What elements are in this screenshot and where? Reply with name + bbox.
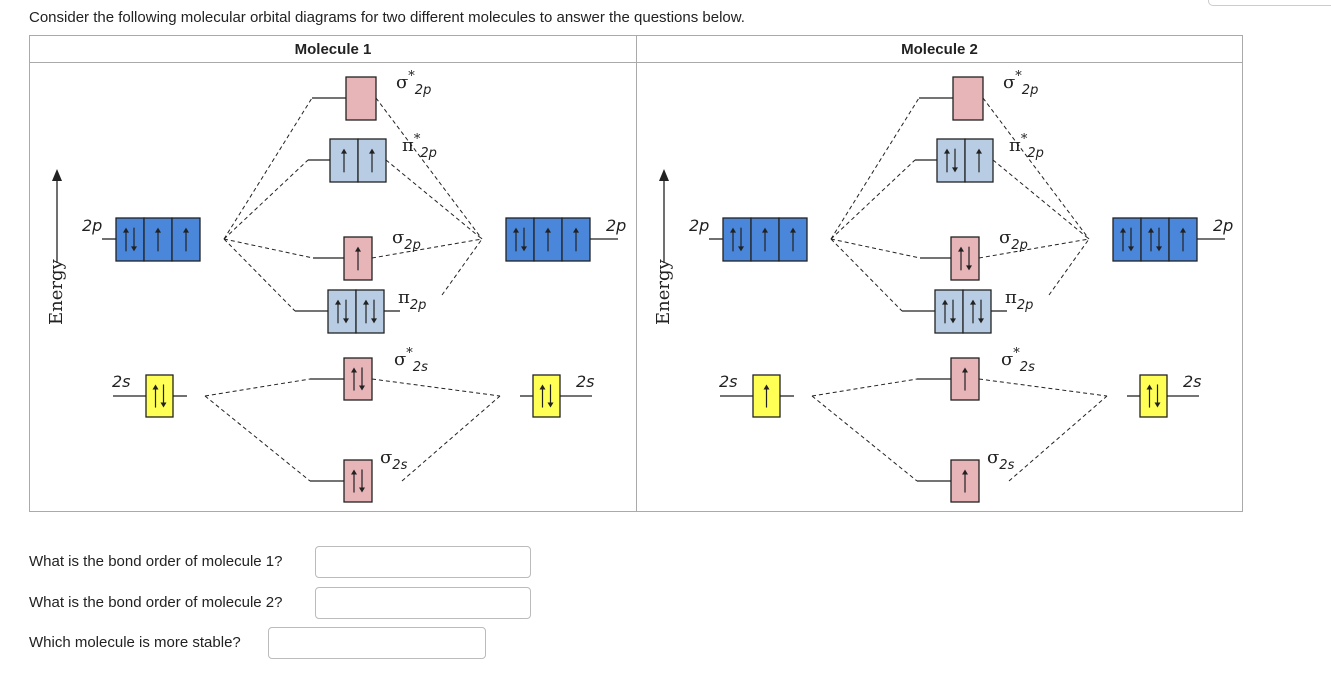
molecule-1-mo-diagram: Energy 2p 2p 2s 2s σ*2p π*2p σ2p π2p σ*2s σ2s: [46, 69, 626, 503]
sigma-star-2p-label: σ*2p: [1003, 69, 1038, 98]
pi-star-2p-label: π*2p: [1009, 132, 1044, 161]
right-atom-2s-orbital: [1139, 374, 1168, 418]
sigma-star-2s-label: σ*2s: [1001, 346, 1035, 375]
left-2s-label: 2s: [112, 372, 131, 391]
sigma-star-2p-label: σ*2p: [396, 69, 431, 98]
molecule-2-header: Molecule 2: [637, 36, 1242, 63]
pi-star-2p-label: π*2p: [402, 132, 437, 161]
right-2p-label: 2p: [1213, 216, 1233, 235]
pi-2p-label: π2p: [1005, 287, 1033, 313]
sigma-2s-label: σ2s: [380, 447, 408, 473]
right-atom-2s-orbital: [532, 374, 561, 418]
right-atom-2p-orbitals: [1112, 217, 1198, 262]
left-atom-2s-orbital: [752, 374, 781, 418]
left-2p-label: 2p: [82, 216, 102, 235]
molecule-2-mo-diagram: Energy 2p 2p 2s 2s σ*2p π*2p σ2p π2p σ*2s σ2s: [653, 69, 1233, 503]
sigma-2p-label: σ2p: [392, 227, 421, 253]
top-right-element: [1208, 0, 1331, 6]
right-2s-label: 2s: [576, 372, 595, 391]
energy-axis-label: Energy: [653, 258, 674, 325]
sigma-2p-orbital: [950, 236, 980, 281]
left-2p-label: 2p: [689, 216, 709, 235]
sigma-star-2p-orbital: [345, 76, 377, 121]
question-2-label: What is the bond order of molecule 2?: [29, 594, 283, 611]
diagram-table: Molecule 1 Molecule 2 Energy 2p 2p 2s 2s σ*2p…: [29, 35, 1243, 512]
intro-text: Consider the following molecular orbital…: [29, 9, 745, 26]
right-2p-label: 2p: [606, 216, 626, 235]
pi-2p-orbitals: [327, 289, 385, 334]
bond-order-molecule-2-input[interactable]: [315, 587, 531, 619]
sigma-2s-orbital: [950, 459, 980, 503]
more-stable-molecule-input[interactable]: [268, 627, 486, 659]
pi-star-2p-orbitals: [936, 138, 994, 183]
sigma-star-2p-orbital: [952, 76, 984, 121]
energy-axis-label: Energy: [46, 258, 67, 325]
sigma-2s-orbital: [343, 459, 373, 503]
sigma-2s-label: σ2s: [987, 447, 1015, 473]
pi-star-2p-orbitals: [329, 138, 387, 183]
question-1-label: What is the bond order of molecule 1?: [29, 553, 283, 570]
left-atom-2s-orbital: [145, 374, 174, 418]
left-atom-2p-orbitals: [115, 217, 201, 262]
molecule-1-header: Molecule 1: [30, 36, 636, 63]
pi-2p-label: π2p: [398, 287, 426, 313]
right-atom-2p-orbitals: [505, 217, 591, 262]
question-3-label: Which molecule is more stable?: [29, 634, 241, 651]
sigma-2p-orbital: [343, 236, 373, 281]
pi-2p-orbitals: [934, 289, 992, 334]
table-divider: [636, 36, 637, 511]
sigma-2p-label: σ2p: [999, 227, 1028, 253]
sigma-star-2s-orbital: [950, 357, 980, 401]
right-2s-label: 2s: [1183, 372, 1202, 391]
bond-order-molecule-1-input[interactable]: [315, 546, 531, 578]
sigma-star-2s-label: σ*2s: [394, 346, 428, 375]
sigma-star-2s-orbital: [343, 357, 373, 401]
left-2s-label: 2s: [719, 372, 738, 391]
left-atom-2p-orbitals: [722, 217, 808, 262]
